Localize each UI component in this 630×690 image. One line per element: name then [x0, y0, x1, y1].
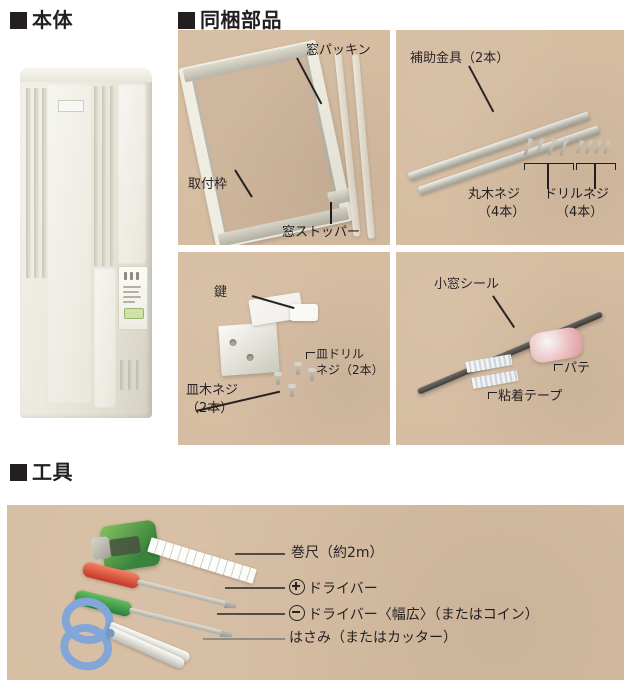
bracket-marker-putty [554, 364, 563, 371]
leader-line-drill-screw [594, 163, 596, 189]
bullet-square-icon [10, 11, 27, 29]
flat-drill-screw-1 [294, 362, 302, 375]
drill-screw-4 [603, 141, 610, 155]
tool-label-phillips-driver: ドライバー [289, 579, 378, 596]
tool-label-phillips-driver-text: ドライバー [308, 581, 378, 597]
drill-screw-2 [585, 141, 592, 155]
label-small-window-seal: 小窓シール [434, 277, 500, 292]
label-putty: パテ [564, 361, 591, 376]
section-title-tools: 工具 [32, 460, 73, 484]
mounting-frame-illustration [178, 39, 354, 245]
tools-photo: 巻尺（約2m） ドライバー ドライバー〈幅広〉（またはコイン） はさみ（またはカ… [7, 505, 624, 680]
leader-line-round-wood-screw [547, 163, 549, 189]
operation-button[interactable] [124, 308, 144, 319]
tool-label-flathead-driver-text: ドライバー〈幅広〉（またはコイン） [308, 607, 539, 623]
label-auxiliary-bracket: 補助金具（2本） [410, 51, 510, 66]
left-intake-slats [26, 88, 47, 278]
brand-plate [58, 100, 84, 112]
section-header-unit: 本体 [10, 10, 73, 30]
parts-photo-frame: 窓パッキン 取付枠 窓ストッパー [178, 30, 390, 245]
leader-line-phillips-driver [225, 587, 285, 589]
label-drill-screw: ドリルネジ [544, 187, 610, 202]
label-flat-wood-screw-qty: （2本） [186, 401, 234, 416]
label-lock: 鍵 [214, 285, 228, 300]
label-drill-screw-qty: （4本） [556, 205, 604, 220]
right-door-panel [118, 84, 146, 264]
bracket-marker-adhesive-tape [488, 392, 497, 399]
label-window-packing: 窓パッキン [306, 43, 371, 58]
label-flat-drill-screw-line1: 皿ドリル [316, 347, 365, 361]
center-vent-slats [94, 86, 115, 266]
flat-wood-screw-2 [288, 384, 296, 397]
label-round-wood-screw-qty: （4本） [478, 205, 526, 220]
leader-line-flathead-driver [217, 613, 285, 615]
tape-measure-blade [147, 537, 257, 584]
parts-photo-lock: 鍵 皿ドリル ネジ（2本） 皿木ネジ （2本） [178, 252, 390, 445]
tool-label-scissors: はさみ（またはカッター） [289, 630, 457, 646]
lower-front-panel [94, 268, 116, 408]
air-conditioner-photo [8, 60, 168, 450]
parts-photo-seal: 小窓シール パテ 粘着テープ [396, 252, 624, 445]
front-panel [47, 84, 92, 404]
tool-label-tape-measure: 巻尺（約2m） [291, 545, 384, 561]
leader-line-window-stopper [330, 202, 332, 224]
label-flat-wood-screw: 皿木ネジ [186, 383, 239, 398]
leader-line-small-window-seal [492, 295, 515, 329]
label-adhesive-tape: 粘着テープ [498, 389, 563, 404]
label-mounting-frame: 取付枠 [188, 177, 228, 192]
label-flat-drill-screw-line2: ネジ（2本） [316, 363, 384, 377]
drill-screw-3 [594, 141, 601, 155]
bullet-square-icon [10, 463, 27, 481]
leader-line-tape-measure [235, 553, 285, 555]
label-window-stopper: 窓ストッパー [282, 225, 361, 240]
section-title-parts: 同梱部品 [200, 8, 282, 32]
bullet-square-icon [178, 11, 195, 29]
minus-symbol-icon [289, 605, 305, 621]
lock-knob [290, 304, 318, 321]
label-round-wood-screw: 丸木ネジ [468, 187, 521, 202]
parts-photo-brackets: 補助金具（2本） 丸木ネジ （4本） ドリルネジ （4本） [396, 30, 624, 245]
control-panel[interactable] [118, 266, 148, 330]
lock-base-plate [218, 322, 280, 376]
section-header-parts: 同梱部品 [178, 10, 282, 30]
tool-label-flathead-driver: ドライバー〈幅広〉（またはコイン） [289, 605, 539, 622]
section-title-unit: 本体 [32, 8, 73, 32]
leader-line-auxiliary-bracket [468, 65, 495, 113]
drill-screw-1 [576, 141, 583, 155]
flat-wood-screw-1 [274, 372, 282, 385]
plus-symbol-icon [289, 579, 305, 595]
bracket-marker-flat-drill-screw [306, 352, 315, 359]
bracket-marker-round-wood-screw [524, 163, 574, 170]
adhesive-tape-illustration-a [465, 354, 513, 373]
flat-drill-screw-2 [308, 368, 316, 381]
window-air-conditioner-illustration [20, 68, 152, 418]
bracket-marker-drill-screw [576, 163, 616, 170]
leader-line-scissors [203, 638, 285, 640]
adhesive-tape-illustration-b [471, 370, 519, 389]
section-header-tools: 工具 [10, 462, 73, 482]
putty-illustration [527, 325, 585, 365]
lower-exhaust-vent [120, 360, 141, 390]
